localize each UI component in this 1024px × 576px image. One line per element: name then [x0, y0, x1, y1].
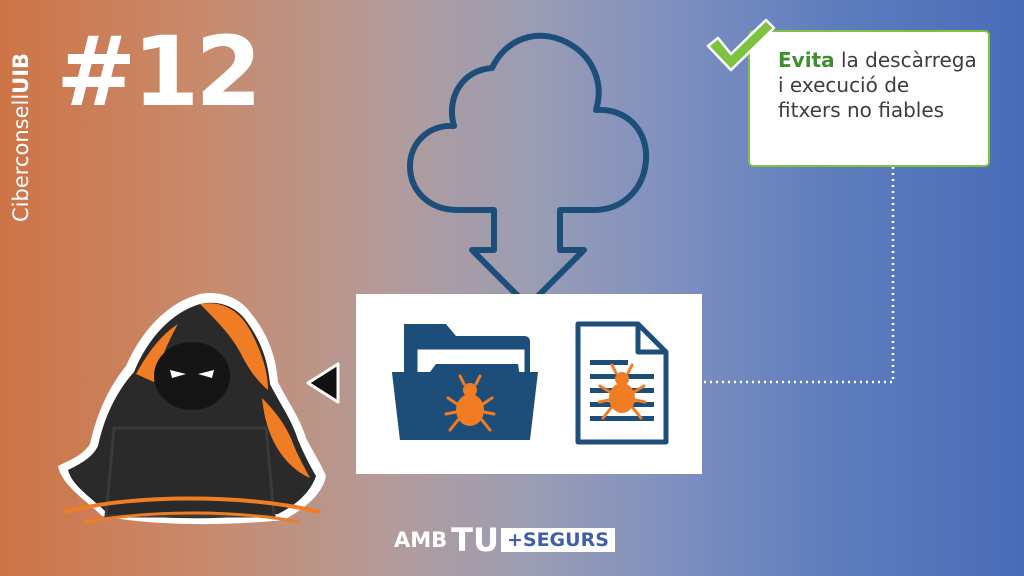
files-panel [356, 294, 702, 474]
tip-emphasis: Evita [778, 48, 835, 72]
arrow-left-icon [306, 362, 340, 404]
folder-bug-icon [392, 324, 538, 440]
slogan-amb: AMB [394, 528, 448, 552]
tip-text: la descàrrega i execució de fitxers no f… [778, 48, 977, 122]
document-bug-icon [575, 321, 669, 445]
dotted-connector [704, 167, 895, 384]
check-icon [706, 18, 776, 72]
folder-bug [444, 374, 496, 432]
vertical-brand: CiberconsellUIB [4, 22, 38, 222]
brand-prefix: Ciberconsell [9, 93, 33, 222]
cloud-download-icon [407, 32, 650, 309]
document-bug [597, 363, 647, 420]
slogan-segurs: +SEGURS [500, 528, 615, 552]
hacker-icon [58, 292, 326, 525]
slogan-tu: TU [451, 521, 499, 559]
episode-number: #12 [56, 16, 262, 128]
tip-box: Evita la descàrrega i execució de fitxer… [748, 30, 990, 167]
brand-suffix: UIB [9, 52, 33, 94]
